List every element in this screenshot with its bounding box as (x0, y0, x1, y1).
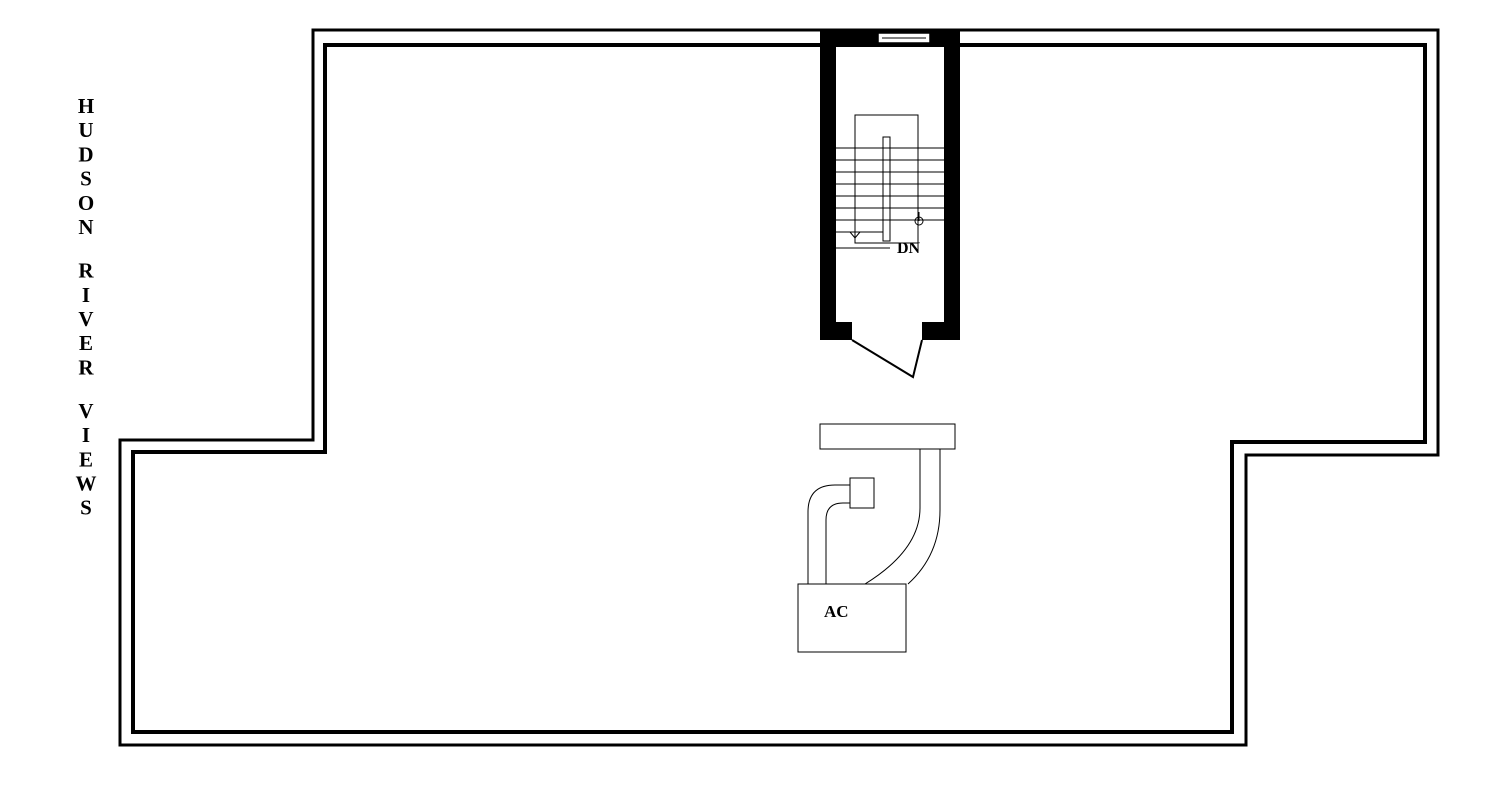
side-caption-letter: R (78, 259, 94, 283)
side-caption-letter: O (78, 191, 94, 215)
stairwell: DN (820, 30, 960, 379)
inner-wall-line (131, 43, 1427, 734)
duct-run-right (864, 449, 921, 585)
stairs-down-label: DN (897, 240, 921, 257)
duct-run-right-inner (907, 449, 941, 585)
stair-door-swing (851, 339, 923, 379)
stair-wall-right (944, 30, 960, 340)
side-caption-letter: R (78, 355, 94, 379)
side-caption-letter: I (82, 283, 90, 307)
stair-wall-corner-right (922, 322, 960, 340)
side-caption-letter: E (79, 447, 93, 471)
ac-unit-label: AC (824, 602, 849, 621)
supply-duct (819, 423, 956, 450)
duct-run-left (807, 484, 850, 584)
duct-run-left-inner (825, 502, 850, 584)
side-caption-letter: D (78, 142, 93, 166)
side-caption-letter: I (82, 423, 90, 447)
side-caption-letter: W (76, 472, 97, 496)
side-caption-letter: E (79, 331, 93, 355)
side-caption-letter: S (80, 496, 92, 520)
duct-junction-box (849, 477, 875, 509)
side-caption-letter: S (80, 167, 92, 191)
side-caption-letter: V (78, 307, 93, 331)
side-caption-letter: U (78, 118, 93, 142)
outer-wall-line (118, 28, 1440, 747)
stair-flights (836, 114, 944, 249)
hvac-equipment (797, 423, 956, 653)
side-caption-letter: H (78, 94, 94, 118)
stair-wall-corner-left (820, 322, 852, 340)
ac-unit (797, 583, 907, 653)
side-caption-letter: V (78, 399, 93, 423)
building-outline (118, 28, 1440, 747)
stair-wall-left (820, 30, 836, 340)
side-caption-letter: N (78, 215, 93, 239)
